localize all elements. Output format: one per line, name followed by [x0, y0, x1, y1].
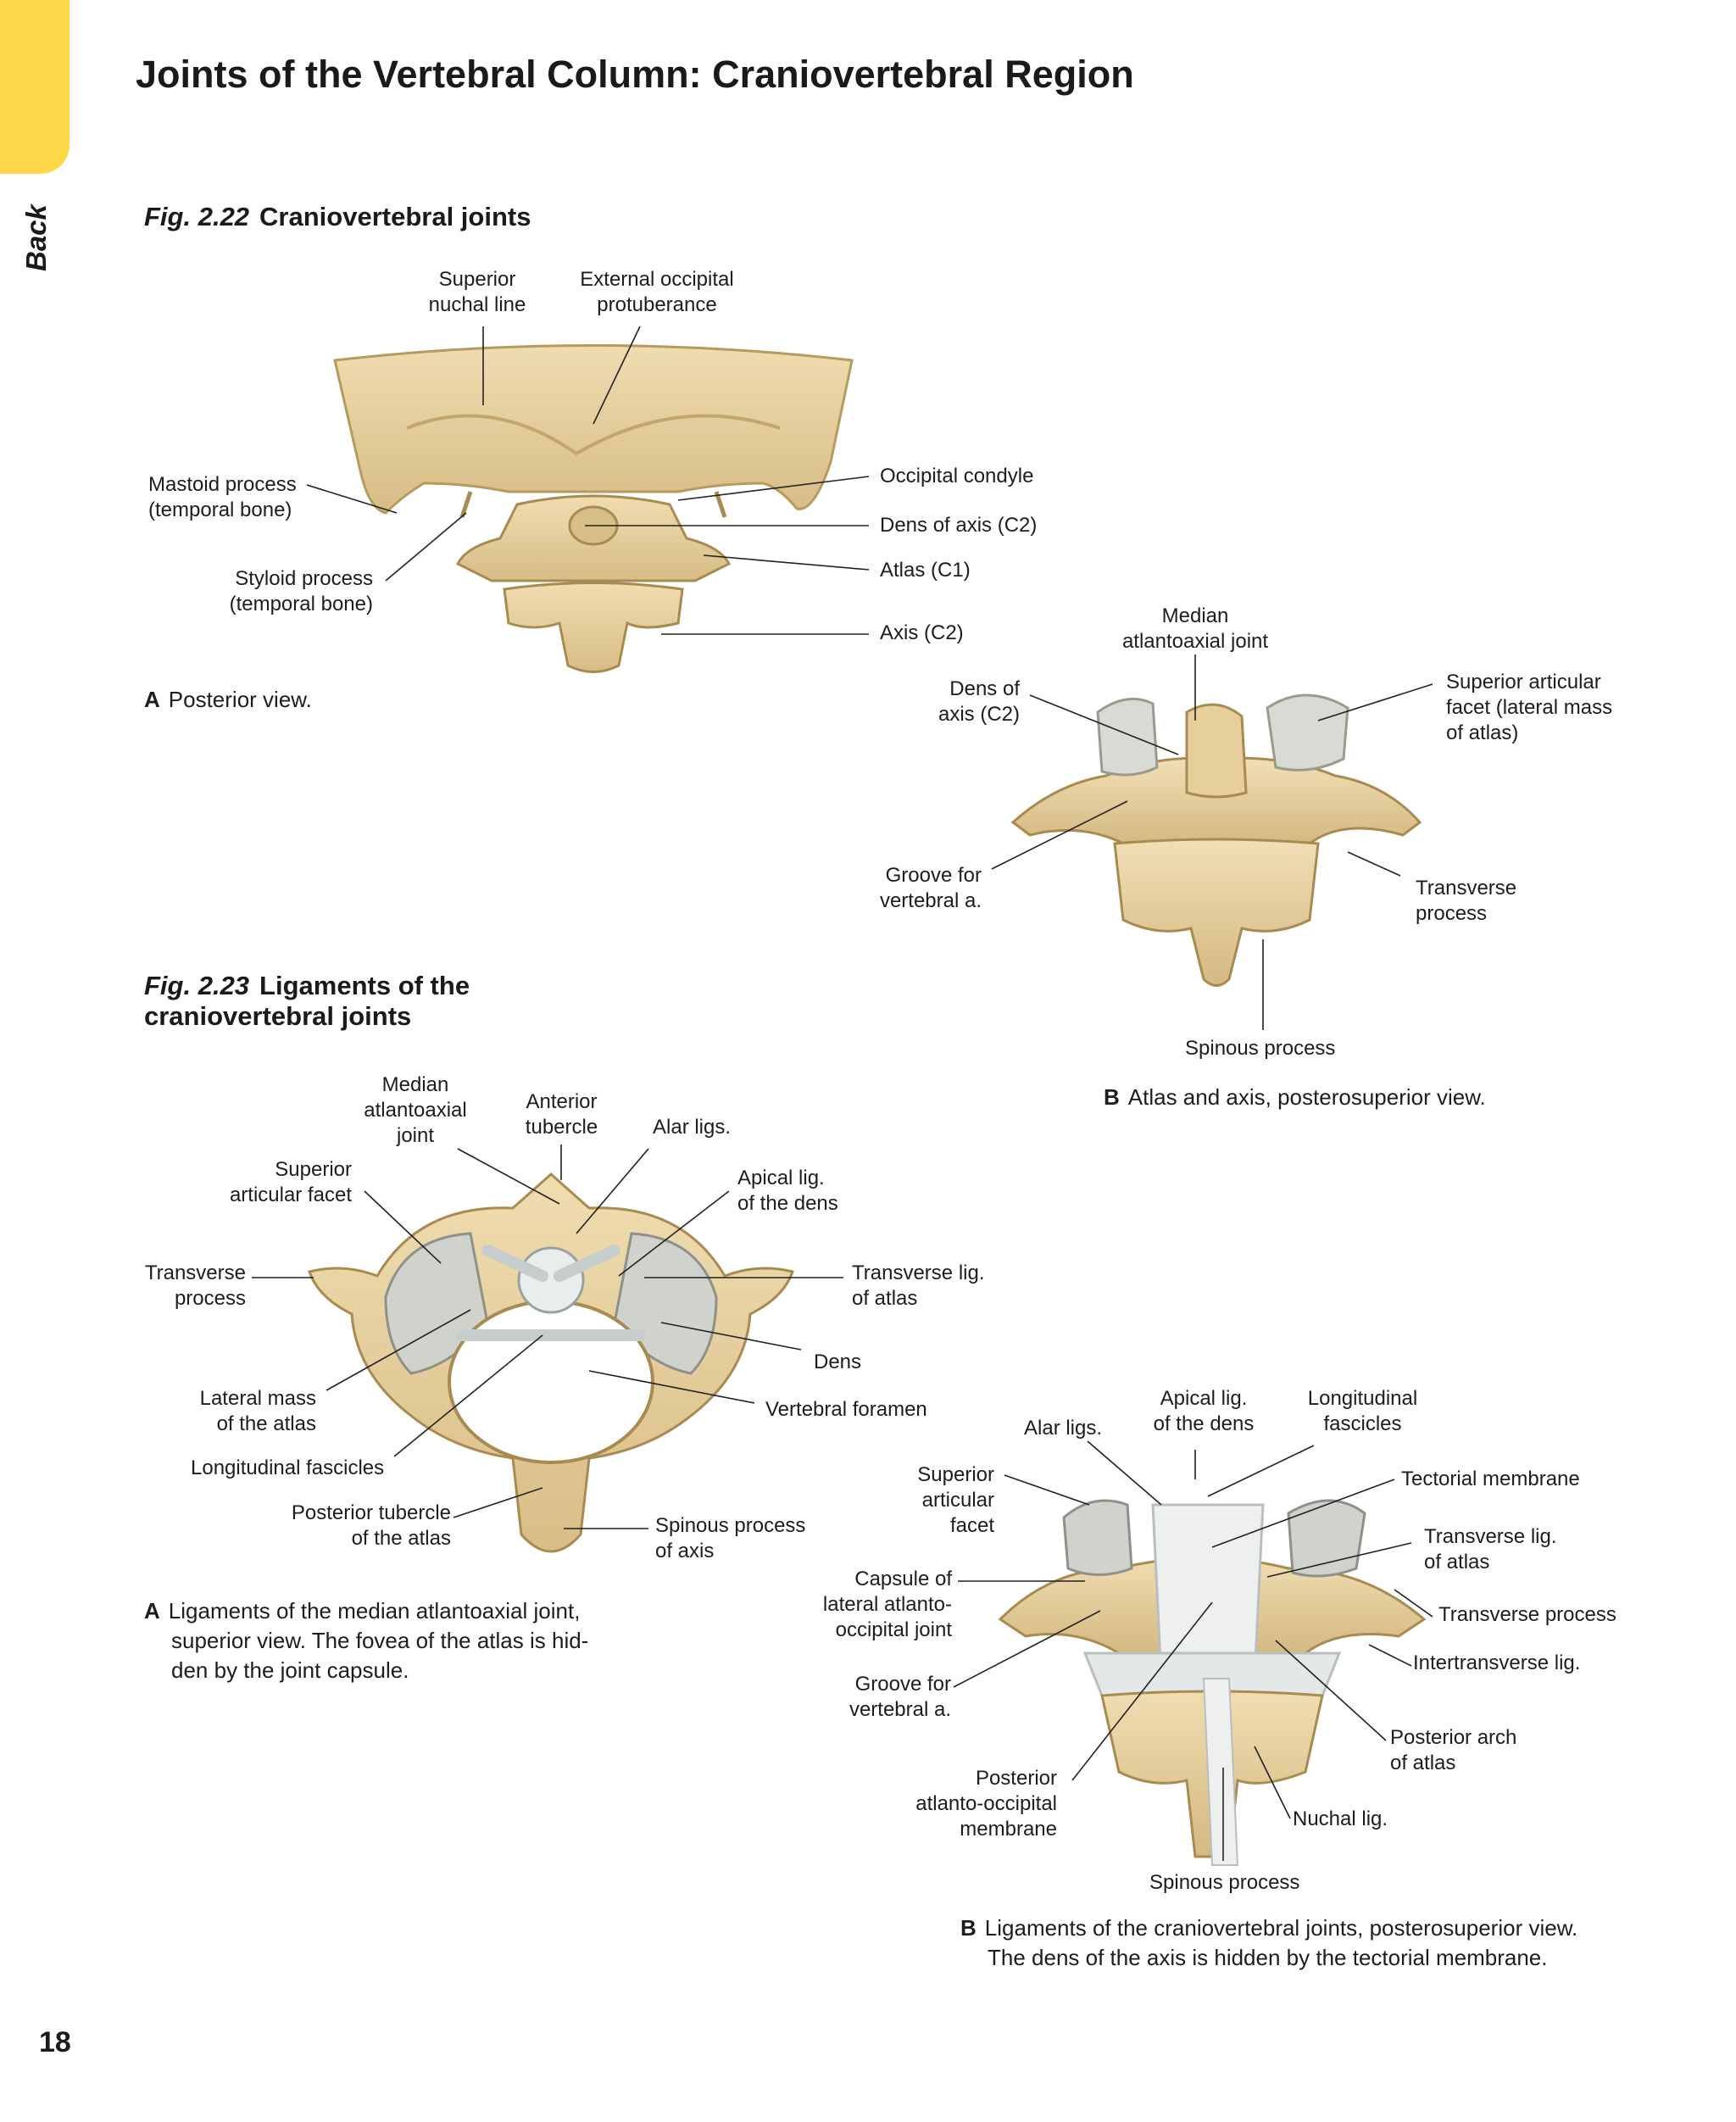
- fig-2-23-number: Fig. 2.23: [144, 971, 250, 1000]
- fig-2-22-title: Craniovertebral joints: [259, 202, 531, 231]
- craniovertebral-ligaments-posterosuperior-illustration: [998, 1499, 1427, 1866]
- label-transverse-ligament-a: Transverse lig.of atlas: [852, 1262, 985, 1310]
- label-axis: Axis (C2): [880, 621, 964, 644]
- page-number: 18: [39, 2026, 71, 2058]
- atlas-axis-illustration: [1010, 693, 1422, 987]
- label-apical-ligament-b: Apical lig.of the dens: [1153, 1387, 1255, 1435]
- fig-2-22-heading: Fig. 2.22 Craniovertebral joints: [144, 202, 531, 232]
- label-alar-ligaments-b: Alar ligs.: [1024, 1417, 1103, 1440]
- label-dens-of-axis: Dens of axis (C2): [880, 514, 1038, 537]
- label-transverse-ligament-b: Transverse lig.of atlas: [1424, 1525, 1557, 1573]
- section-tab: [0, 0, 70, 174]
- label-styloid-process: Styloid process(temporal bone): [229, 567, 373, 615]
- label-nuchal-ligament: Nuchal lig.: [1293, 1807, 1388, 1830]
- label-spinous-process-b2: Spinous process: [1149, 1871, 1300, 1894]
- label-tectorial-membrane: Tectorial membrane: [1401, 1468, 1580, 1490]
- label-alar-ligaments-a: Alar ligs.: [653, 1116, 732, 1139]
- label-intertransverse-ligament: Intertransverse lig.: [1413, 1651, 1581, 1674]
- label-atlas: Atlas (C1): [880, 559, 971, 582]
- atlas-ligaments-superior-illustration: [308, 1172, 794, 1553]
- label-transverse-process-b2: Transverse process: [1438, 1603, 1616, 1626]
- label-spinous-process-b: Spinous process: [1185, 1037, 1336, 1060]
- label-vertebral-foramen: Vertebral foramen: [765, 1398, 927, 1421]
- label-apical-ligament-a: Apical lig.of the dens: [737, 1167, 838, 1215]
- label-dens-a: Dens: [814, 1351, 862, 1373]
- label-longitudinal-fascicles-a: Longitudinal fascicles: [191, 1456, 385, 1479]
- label-occipital-condyle: Occipital condyle: [880, 465, 1034, 487]
- page-title: Joints of the Vertebral Column: Craniove…: [136, 53, 1134, 96]
- label-mastoid-process: Mastoid process(temporal bone): [148, 473, 297, 521]
- fig-2-22-number: Fig. 2.22: [144, 202, 250, 231]
